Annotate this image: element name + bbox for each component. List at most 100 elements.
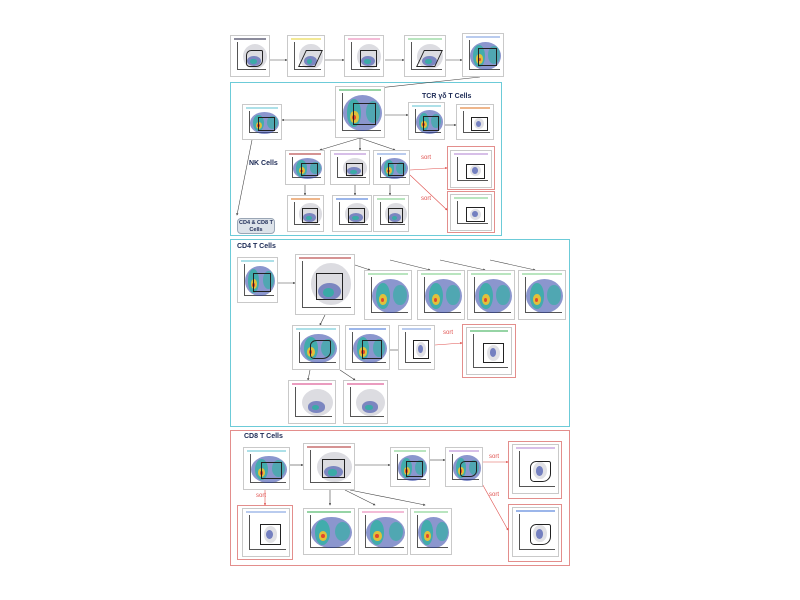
density-cluster xyxy=(311,404,320,411)
flow-plot xyxy=(512,507,559,557)
plot-axes xyxy=(365,515,405,549)
gate-outline xyxy=(321,458,346,479)
plot-header-bar xyxy=(339,89,381,91)
plot-axes xyxy=(411,42,444,70)
density-cluster xyxy=(250,58,257,64)
flow-plot xyxy=(408,102,445,140)
plot-header-bar xyxy=(349,328,386,330)
density-cluster xyxy=(476,120,482,127)
plot-header-bar xyxy=(291,38,321,40)
flow-plot xyxy=(518,270,566,320)
flow-plot xyxy=(417,270,465,320)
density-cluster xyxy=(375,534,380,539)
plot-axes xyxy=(339,202,370,225)
plot-axes xyxy=(380,202,407,225)
gate-outline xyxy=(413,340,429,359)
gate-outline xyxy=(529,460,551,482)
flow-plot xyxy=(230,35,270,77)
gate-outline xyxy=(260,461,282,480)
flow-plot xyxy=(467,270,515,320)
plot-axes xyxy=(457,157,488,181)
gate-outline xyxy=(478,48,497,66)
density-cluster xyxy=(350,169,357,174)
plot-axes xyxy=(310,450,352,483)
gate-outline xyxy=(405,461,424,477)
plot-header-bar xyxy=(394,450,426,452)
plot-axes xyxy=(519,451,555,487)
plot-axes xyxy=(457,201,488,224)
plot-header-bar xyxy=(336,198,368,200)
density-cluster xyxy=(320,534,325,539)
plot-header-bar xyxy=(454,197,488,199)
flow-plot xyxy=(285,150,325,185)
density-cluster xyxy=(535,529,543,539)
gate-outline xyxy=(362,340,382,359)
nk-cells-label: NK Cells xyxy=(249,160,278,167)
sort-label-nk-2: sort xyxy=(421,196,432,202)
plot-header-bar xyxy=(470,330,508,332)
cd4-section-title: CD4 T Cells xyxy=(237,243,276,250)
flow-plot xyxy=(243,447,290,490)
plot-axes xyxy=(473,334,508,368)
plot-header-bar xyxy=(377,198,405,200)
flow-plot xyxy=(343,380,388,424)
flow-plot xyxy=(450,150,492,188)
plot-axes xyxy=(302,261,352,308)
plot-header-bar xyxy=(402,328,431,330)
plot-header-bar xyxy=(334,153,366,155)
plot-axes xyxy=(352,332,388,364)
section-cd4 xyxy=(230,239,570,427)
plot-header-bar xyxy=(362,511,404,513)
plot-header-bar xyxy=(414,511,448,513)
plot-axes xyxy=(463,111,490,133)
plot-header-bar xyxy=(408,38,442,40)
plot-header-bar xyxy=(516,447,555,449)
flow-plot xyxy=(450,194,492,231)
plot-header-bar xyxy=(368,273,408,275)
density-cluster xyxy=(328,469,337,476)
flow-plot xyxy=(364,270,412,320)
plot-header-bar xyxy=(307,446,351,448)
density-cluster xyxy=(306,58,313,64)
plot-header-bar xyxy=(234,38,266,40)
plot-header-bar xyxy=(307,511,351,513)
sort-box-cd8-2 xyxy=(508,504,562,562)
gate-outline xyxy=(315,273,344,300)
flow-plot xyxy=(373,195,409,232)
density-cluster xyxy=(425,58,432,64)
sort-box-cd8-1 xyxy=(508,441,562,499)
plot-axes xyxy=(397,454,428,481)
plot-header-bar xyxy=(241,260,274,262)
flow-plot xyxy=(237,257,278,303)
plot-header-bar xyxy=(296,328,336,330)
density-cluster xyxy=(266,529,274,540)
cd8-section-title: CD8 T Cells xyxy=(244,433,283,440)
gate-outline xyxy=(353,103,376,125)
plot-header-bar xyxy=(471,273,511,275)
plot-axes xyxy=(469,40,502,71)
plot-axes xyxy=(310,515,352,549)
flow-plot xyxy=(462,33,504,77)
plot-axes xyxy=(294,202,322,225)
plot-axes xyxy=(250,454,288,484)
plot-axes xyxy=(350,387,386,417)
density-cluster xyxy=(431,114,442,129)
flow-plot xyxy=(456,104,494,140)
density-cluster xyxy=(262,270,274,290)
gate-outline xyxy=(466,163,485,179)
plot-header-bar xyxy=(246,511,286,513)
density-cluster xyxy=(471,167,478,174)
gate-outline xyxy=(309,340,332,359)
density-cluster xyxy=(446,284,461,306)
flow-plot xyxy=(358,508,408,555)
plot-axes xyxy=(417,515,450,549)
density-cluster xyxy=(365,101,380,123)
density-cluster xyxy=(334,522,350,542)
flow-plot xyxy=(330,150,370,185)
flow-plot xyxy=(404,35,446,77)
density-cluster xyxy=(534,297,539,303)
flow-plot xyxy=(303,508,355,555)
sort-label-cd8-1: sort xyxy=(489,454,500,460)
density-cluster xyxy=(396,161,407,175)
density-cluster xyxy=(352,215,359,221)
